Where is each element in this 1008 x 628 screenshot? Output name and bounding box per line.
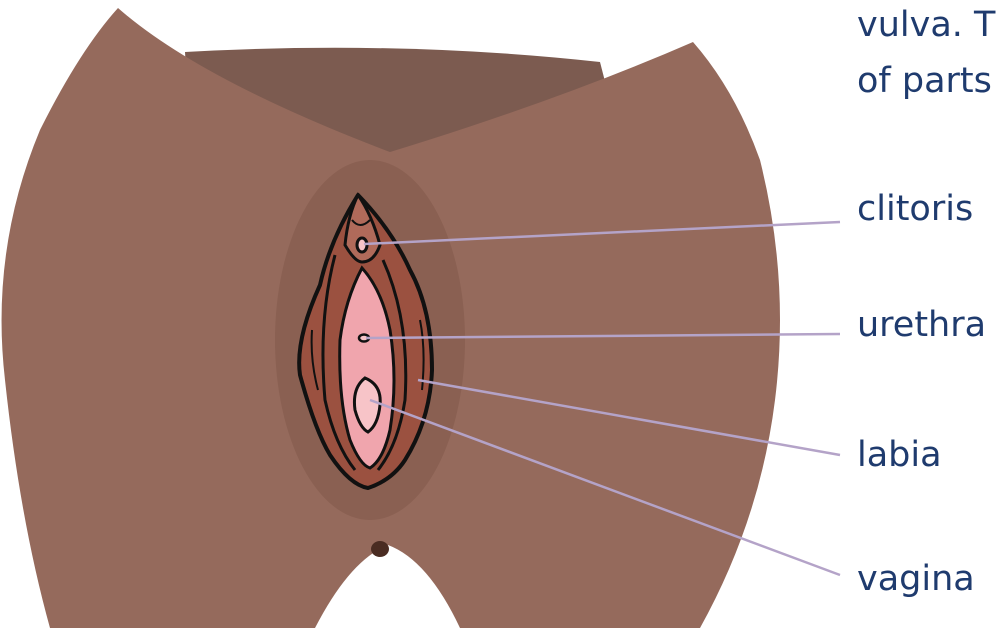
label-vagina: vagina — [857, 562, 975, 597]
intro-text-line-2: of parts — [857, 64, 992, 99]
anus — [371, 541, 389, 557]
label-labia: labia — [857, 438, 942, 473]
intro-text-line-1: vulva. T — [857, 8, 995, 43]
label-clitoris: clitoris — [857, 192, 973, 227]
label-urethra: urethra — [857, 308, 986, 343]
